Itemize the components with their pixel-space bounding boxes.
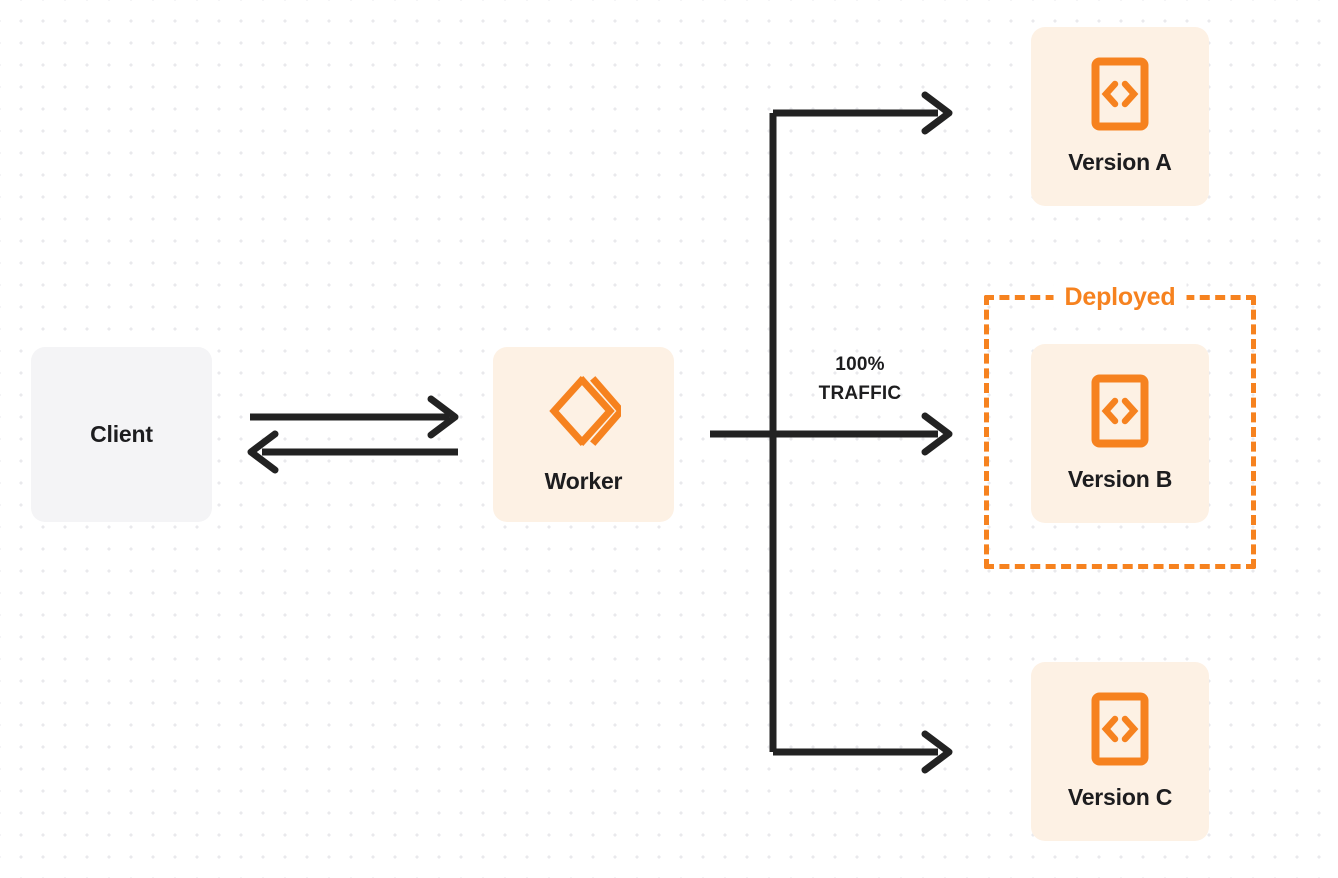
cloudflare-workers-logo-icon [547,374,626,453]
version-c-node[interactable]: Version C [1031,662,1209,841]
edge-worker-to-versions [710,91,953,774]
version-a-label: Version A [1068,149,1172,176]
version-b-label: Version B [1067,466,1173,493]
code-file-icon [1091,57,1149,136]
client-node[interactable]: Client [31,347,212,522]
code-file-icon [1091,374,1149,453]
client-label: Client [90,420,153,447]
traffic-percent: 100% [835,354,885,375]
version-b-node[interactable]: Version B [1031,344,1209,523]
traffic-word: TRAFFIC [818,383,902,405]
deployed-group-label: Deployed [1053,283,1187,312]
traffic-label: 100% TRAFFIC [790,350,930,409]
code-file-icon [1091,692,1149,771]
version-c-label: Version C [1067,784,1173,811]
deployed-group-box: Deployed [984,283,1256,569]
edge-client-to-worker [250,395,459,439]
worker-label: Worker [544,468,623,495]
worker-node[interactable]: Worker [493,347,674,522]
version-a-node[interactable]: Version A [1031,27,1209,206]
arrowhead-version-a [921,91,953,135]
arrowhead-version-c [921,730,953,774]
edge-worker-to-client [247,430,458,474]
arrowhead-version-b [921,412,953,456]
